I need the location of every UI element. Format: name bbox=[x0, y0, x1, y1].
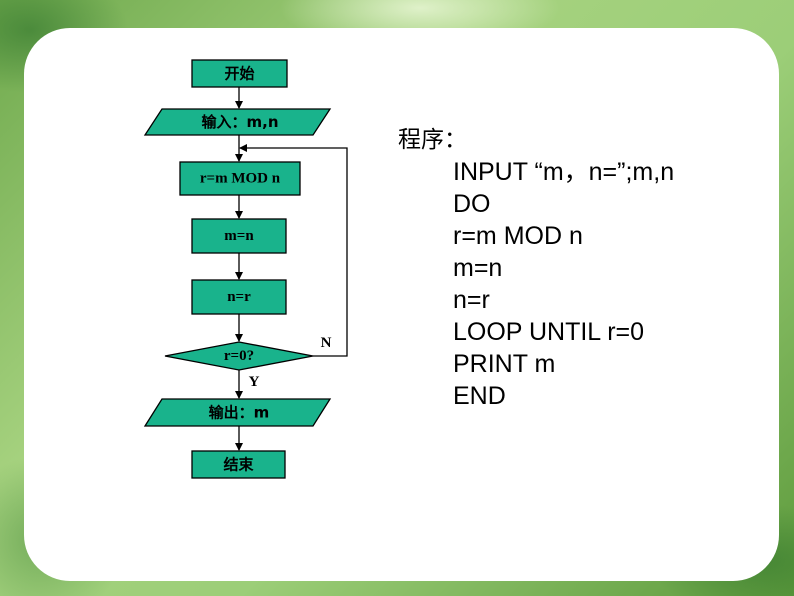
code-line: PRINT m bbox=[453, 350, 556, 378]
loop-back-connector bbox=[239, 144, 348, 357]
decision-diamond: r=0? bbox=[164, 341, 314, 371]
code-line: DO bbox=[453, 190, 491, 218]
end-terminal: 结束 bbox=[191, 450, 286, 479]
process-mod-label: r=m MOD n bbox=[200, 171, 281, 187]
white-slide-card bbox=[24, 28, 779, 581]
code-line: n=r bbox=[453, 286, 490, 314]
input-block: 输入：m,n bbox=[143, 108, 332, 136]
process-assign-n-label: n=r bbox=[227, 289, 251, 305]
code-line: LOOP UNTIL r=0 bbox=[453, 318, 645, 346]
process-assign-m: m=n bbox=[191, 218, 287, 254]
start-terminal: 开始 bbox=[191, 59, 288, 88]
code-line: END bbox=[453, 382, 506, 410]
process-mod: r=m MOD n bbox=[179, 161, 301, 196]
no-branch-label: N bbox=[321, 335, 332, 351]
input-label: 输入：m,n bbox=[201, 113, 278, 131]
decision-label: r=0? bbox=[224, 348, 254, 364]
output-label: 输出：m bbox=[209, 404, 270, 422]
start-label: 开始 bbox=[224, 65, 254, 83]
code-line: m=n bbox=[453, 254, 503, 282]
process-assign-n: n=r bbox=[191, 279, 287, 315]
code-line: r=m MOD n bbox=[453, 222, 583, 250]
program-title: 程序： bbox=[398, 127, 467, 153]
output-block: 输出：m bbox=[143, 398, 332, 427]
yes-branch-label: Y bbox=[249, 374, 260, 390]
code-line: INPUT “m，n=”;m,n bbox=[453, 158, 675, 186]
end-label: 结束 bbox=[223, 456, 254, 474]
process-assign-m-label: m=n bbox=[224, 228, 254, 244]
